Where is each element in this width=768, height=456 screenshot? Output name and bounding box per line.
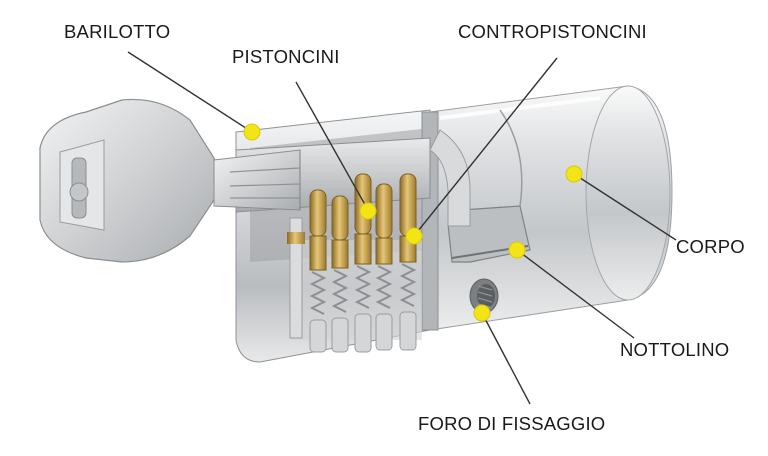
marker-barilotto — [243, 123, 261, 141]
leader-lines — [127, 51, 677, 405]
leader-line-corpo — [573, 173, 677, 241]
fixing-hole — [469, 278, 499, 314]
label-pistoncini: PISTONCINI — [232, 46, 340, 67]
leader-line-barilotto — [127, 51, 253, 133]
marker-contropistoncini — [405, 227, 423, 245]
leader-line-nottolino — [516, 249, 635, 339]
label-corpo: CORPO — [676, 236, 745, 257]
cylinder-body — [429, 85, 673, 331]
marker-nottolino — [508, 241, 526, 259]
markers — [243, 123, 583, 322]
label-barilotto: BARILOTTO — [64, 21, 171, 42]
leader-line-pistoncini — [295, 81, 369, 211]
key — [39, 98, 301, 263]
label-contropistoncini: CONTROPISTONCINI — [458, 21, 647, 42]
label-foro-di-fissaggio: FORO DI FISSAGGIO — [418, 413, 606, 434]
leader-line-contropistoncini — [413, 57, 558, 237]
marker-corpo — [565, 165, 583, 183]
leader-line-foro-di-fissaggio — [481, 312, 531, 405]
pin-stacks — [287, 173, 417, 353]
label-nottolino: NOTTOLINO — [620, 339, 730, 360]
marker-foro-di-fissaggio — [473, 304, 491, 322]
marker-pistoncini — [359, 202, 377, 220]
